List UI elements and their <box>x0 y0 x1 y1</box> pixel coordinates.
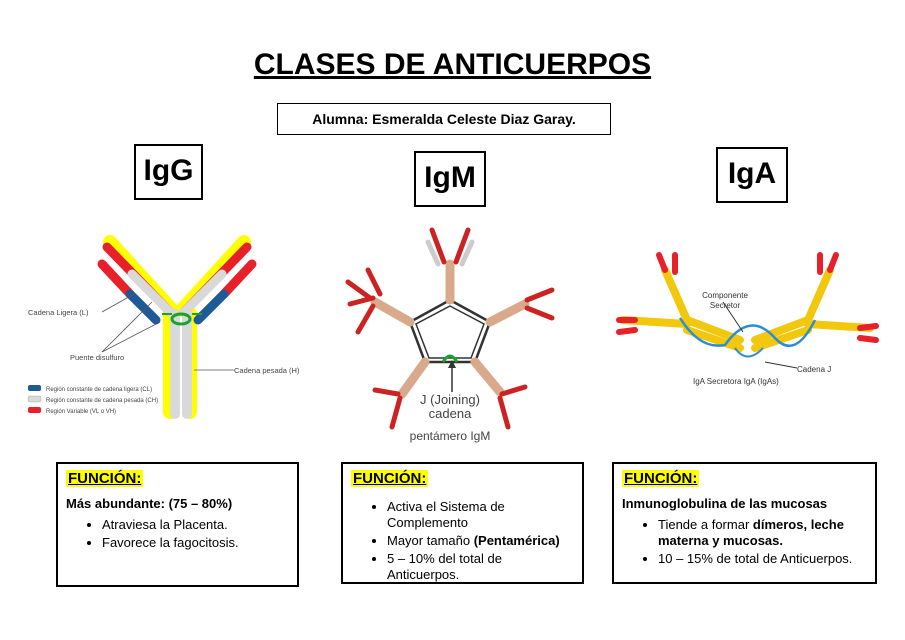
student-name-box: Alumna: Esmeralda Celeste Diaz Garay. <box>277 103 611 135</box>
legend-swatch-ch <box>27 395 42 403</box>
igg-function-box: FUNCIÓN: Más abundante: (75 – 80%) Atrav… <box>56 462 299 587</box>
igm-diagram: J (Joining) cadena pentámero IgM <box>345 227 555 443</box>
igm-function-list: Activa el Sistema de Complemento Mayor t… <box>351 499 574 583</box>
list-item: Atraviesa la Placenta. <box>102 517 289 533</box>
igg-light-chain-label: Cadena Ligera (L) <box>28 308 89 317</box>
legend-ch: Región constante de cadena pesada (CH) <box>46 398 158 404</box>
igm-function-heading: FUNCIÓN: <box>351 470 429 487</box>
list-item: Favorece la fagocitosis. <box>102 535 289 551</box>
iga-function-list: Tiende a formar dímeros, leche materna y… <box>622 517 867 567</box>
iga-caption: IgA Secretora IgA (IgAs) <box>693 377 779 386</box>
iga-label: IgA <box>716 147 788 203</box>
igg-label: IgG <box>134 144 203 200</box>
iga-function-lead: Inmunoglobulina de las mucosas <box>622 496 828 511</box>
igm-function-box: FUNCIÓN: Activa el Sistema de Complement… <box>341 462 584 584</box>
legend-swatch-cl <box>28 385 41 391</box>
igm-joining-label: J (Joining) <box>420 392 480 407</box>
igg-heavy-chain-label: Cadena pesada (H) <box>234 366 300 375</box>
igg-diagram: Cadena Ligera (L) Puente disulfuro Caden… <box>27 235 300 419</box>
list-item: 5 – 10% del total de Anticuerpos. <box>387 551 574 583</box>
iga-diagram: Componente Secretor Cadena J IgA Secreto… <box>616 252 879 386</box>
igg-function-heading: FUNCIÓN: <box>66 470 144 487</box>
legend-cl: Región constante de cadena ligera (CL) <box>46 387 152 393</box>
igg-function-lead: Más abundante: (75 – 80%) <box>66 496 233 511</box>
igm-label: IgM <box>414 151 486 207</box>
list-item: Mayor tamaño (Pentamérica) <box>387 533 574 549</box>
list-item: Activa el Sistema de Complemento <box>387 499 574 531</box>
igm-caption: pentámero IgM <box>410 429 491 443</box>
iga-secretory-label-1: Componente <box>702 291 748 300</box>
iga-j-chain-label: Cadena J <box>797 365 831 374</box>
igm-chain-label: cadena <box>429 406 472 421</box>
list-item: Tiende a formar dímeros, leche materna y… <box>658 517 867 549</box>
iga-function-heading: FUNCIÓN: <box>622 470 700 487</box>
iga-secretory-label-2: Secretor <box>710 301 741 310</box>
legend-v: Región Variable (VL o VH) <box>46 409 116 415</box>
igg-function-list: Atraviesa la Placenta. Favorece la fagoc… <box>66 517 289 551</box>
page-title: CLASES DE ANTICUERPOS <box>253 48 652 81</box>
legend-swatch-v <box>28 407 41 413</box>
iga-function-box: FUNCIÓN: Inmunoglobulina de las mucosas … <box>612 462 877 584</box>
list-item: 10 – 15% de total de Anticuerpos. <box>658 551 867 567</box>
igg-legend: Región constante de cadena ligera (CL) R… <box>27 385 158 415</box>
igg-disulfide-label: Puente disulfuro <box>70 353 124 362</box>
